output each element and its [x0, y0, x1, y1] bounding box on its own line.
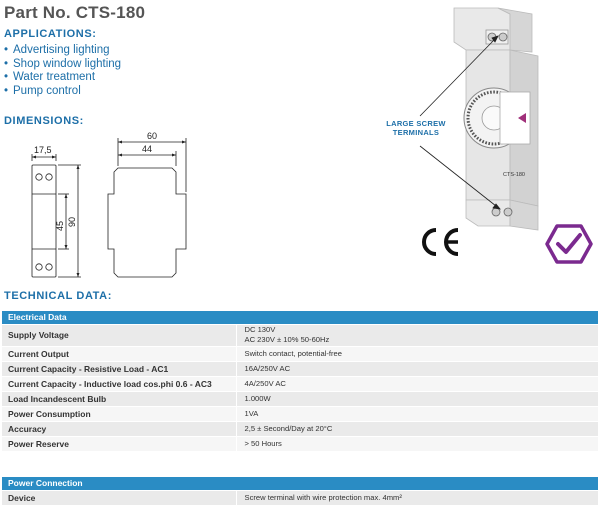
table-header: Electrical Data: [2, 311, 598, 325]
side-view-outline: [107, 167, 187, 278]
table-header: Power Connection: [2, 477, 598, 491]
screw-terminals-callout: LARGE SCREW TERMINALS: [386, 119, 446, 137]
dim-side-width-outer: 60: [147, 131, 157, 141]
electrical-data-table: Electrical Data Supply Voltage DC 130V A…: [2, 311, 598, 452]
power-connection-header: Power Connection: [2, 477, 598, 491]
table-row: Current Output Switch contact, potential…: [2, 346, 598, 362]
row-value: 2,5 ± Second/Day at 20°C: [235, 421, 598, 437]
list-item: •Pump control: [4, 84, 81, 97]
rcm-check-icon: [545, 224, 593, 264]
table-row: Current Capacity - Resistive Load - AC1 …: [2, 361, 598, 377]
dim-front-width: 17,5: [34, 145, 52, 155]
row-value: DC 130V AC 230V ± 10% 50-60Hz: [235, 324, 598, 347]
row-value: 1.000W: [235, 391, 598, 407]
list-item: •Advertising lighting: [4, 44, 110, 56]
applications-heading: APPLICATIONS:: [4, 28, 97, 40]
dimensions-heading: DIMENSIONS:: [4, 115, 84, 127]
product-image: CTS-180: [453, 7, 539, 231]
row-value: Switch contact, potential-free: [235, 346, 598, 362]
applications-list: •Advertising lighting •Shop window light…: [4, 44, 121, 98]
ce-mark-icon: [422, 228, 459, 256]
list-item: •Water treatment: [4, 71, 96, 83]
table-row: Current Capacity - Inductive load cos.ph…: [2, 376, 598, 392]
dim-front-height-outer: 90: [67, 217, 77, 227]
table-row: Accuracy 2,5 ± Second/Day at 20°C: [2, 421, 598, 437]
row-label: Supply Voltage: [2, 324, 236, 347]
electrical-data-header: Electrical Data: [2, 311, 598, 325]
row-value: 16A/250V AC: [235, 361, 598, 377]
row-value: > 50 Hours: [235, 436, 598, 452]
row-label: Load Incandescent Bulb: [2, 391, 236, 407]
row-value: 4A/250V AC: [235, 376, 598, 392]
row-label: Current Output: [2, 346, 236, 362]
table-row: Power Consumption 1VA: [2, 406, 598, 422]
row-value: 1VA: [235, 406, 598, 422]
bullet-icon: •: [4, 84, 9, 97]
power-connection-table: Power Connection Device Screw terminal w…: [2, 477, 598, 506]
bullet-icon: •: [4, 71, 9, 83]
list-item: •Shop window lighting: [4, 57, 122, 70]
table-row: Device Screw terminal with wire protecti…: [2, 490, 598, 506]
dim-front-height-inner: 45: [55, 221, 65, 231]
row-label: Current Capacity - Inductive load cos.ph…: [2, 376, 236, 392]
technical-data-heading: TECHNICAL DATA:: [4, 290, 112, 302]
table-row: Power Reserve > 50 Hours: [2, 436, 598, 452]
front-view-outline: [31, 164, 57, 278]
table-row: Supply Voltage DC 130V AC 230V ± 10% 50-…: [2, 324, 598, 347]
bullet-icon: •: [4, 44, 9, 56]
row-value: Screw terminal with wire protection max.…: [235, 490, 598, 506]
row-label: Power Reserve: [2, 436, 236, 452]
product-model-label: CTS-180: [503, 172, 525, 178]
table-row: Load Incandescent Bulb 1.000W: [2, 391, 598, 407]
part-number-title: Part No. CTS-180: [4, 3, 146, 22]
row-label: Accuracy: [2, 421, 236, 437]
bullet-icon: •: [4, 57, 9, 70]
dim-side-width-inner: 44: [142, 144, 152, 154]
dimension-drawing: 17,5 45 90 60 44: [31, 131, 187, 278]
row-label: Current Capacity - Resistive Load - AC1: [2, 361, 236, 377]
row-label: Power Consumption: [2, 406, 236, 422]
row-label: Device: [2, 490, 236, 506]
